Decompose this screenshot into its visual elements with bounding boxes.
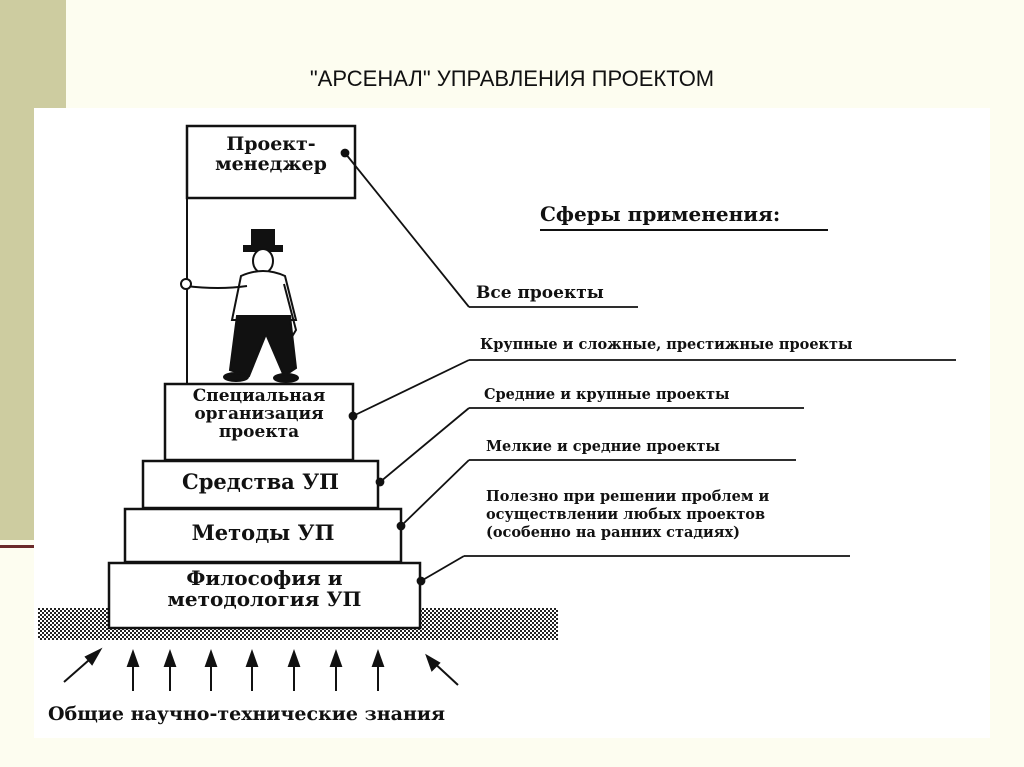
level-4-line-2: методология УП [167, 587, 362, 611]
manager-figure [180, 229, 299, 383]
pyramid-level-2-label: Средства УП [182, 469, 339, 494]
left-decor-line [0, 545, 34, 548]
useful-line-2: осуществлении любых проектов [486, 506, 766, 524]
spheres-title: Сферы применения: [540, 202, 781, 226]
pyramid-level-1-box [163, 382, 355, 462]
level-4-line-1: Философия и [186, 566, 343, 590]
sphere-medium-large: Средние и крупные проекты [484, 386, 730, 403]
pyramid-level-3-label: Методы УП [191, 520, 335, 545]
flag-label-line-2: менеджер [215, 152, 327, 175]
slide-title: "АРСЕНАЛ" УПРАВЛЕНИЯ ПРОЕКТОМ [309, 66, 715, 91]
knowledge-arrows [63, 647, 459, 691]
flag-label: Проект- менеджер [189, 133, 353, 175]
pyramid-level-4-label: Философия и методология УП [109, 568, 420, 610]
connectors [340, 148, 470, 586]
level-1-line-2: организация [194, 403, 324, 424]
pyramid-level-1-label: Специальная организация проекта [165, 386, 353, 442]
useful-line-1: Полезно при решении проблем и [486, 488, 770, 505]
flag-label-line-1: Проект- [226, 133, 316, 155]
diagram-panel: Проект- менеджер Сферы применения: Специ… [34, 108, 990, 738]
level-1-line-3: проекта [218, 421, 300, 442]
sphere-useful: Полезно при решении проблем и осуществле… [486, 488, 769, 542]
foundation-label: Общие научно-технические знания [48, 703, 445, 725]
sphere-large-complex: Крупные и сложные, престижные проекты [480, 336, 853, 353]
sphere-small-medium: Мелкие и средние проекты [486, 438, 720, 455]
useful-line-3: (особенно на ранних стадиях) [486, 524, 740, 542]
diagram-graphics [38, 124, 956, 691]
sphere-all-projects: Все проекты [476, 283, 604, 303]
pyramid-level-4-box [107, 561, 422, 630]
level-1-line-1: Специальная [192, 386, 326, 406]
flag-box [185, 124, 357, 200]
pyramid-level-3-box [123, 507, 403, 564]
